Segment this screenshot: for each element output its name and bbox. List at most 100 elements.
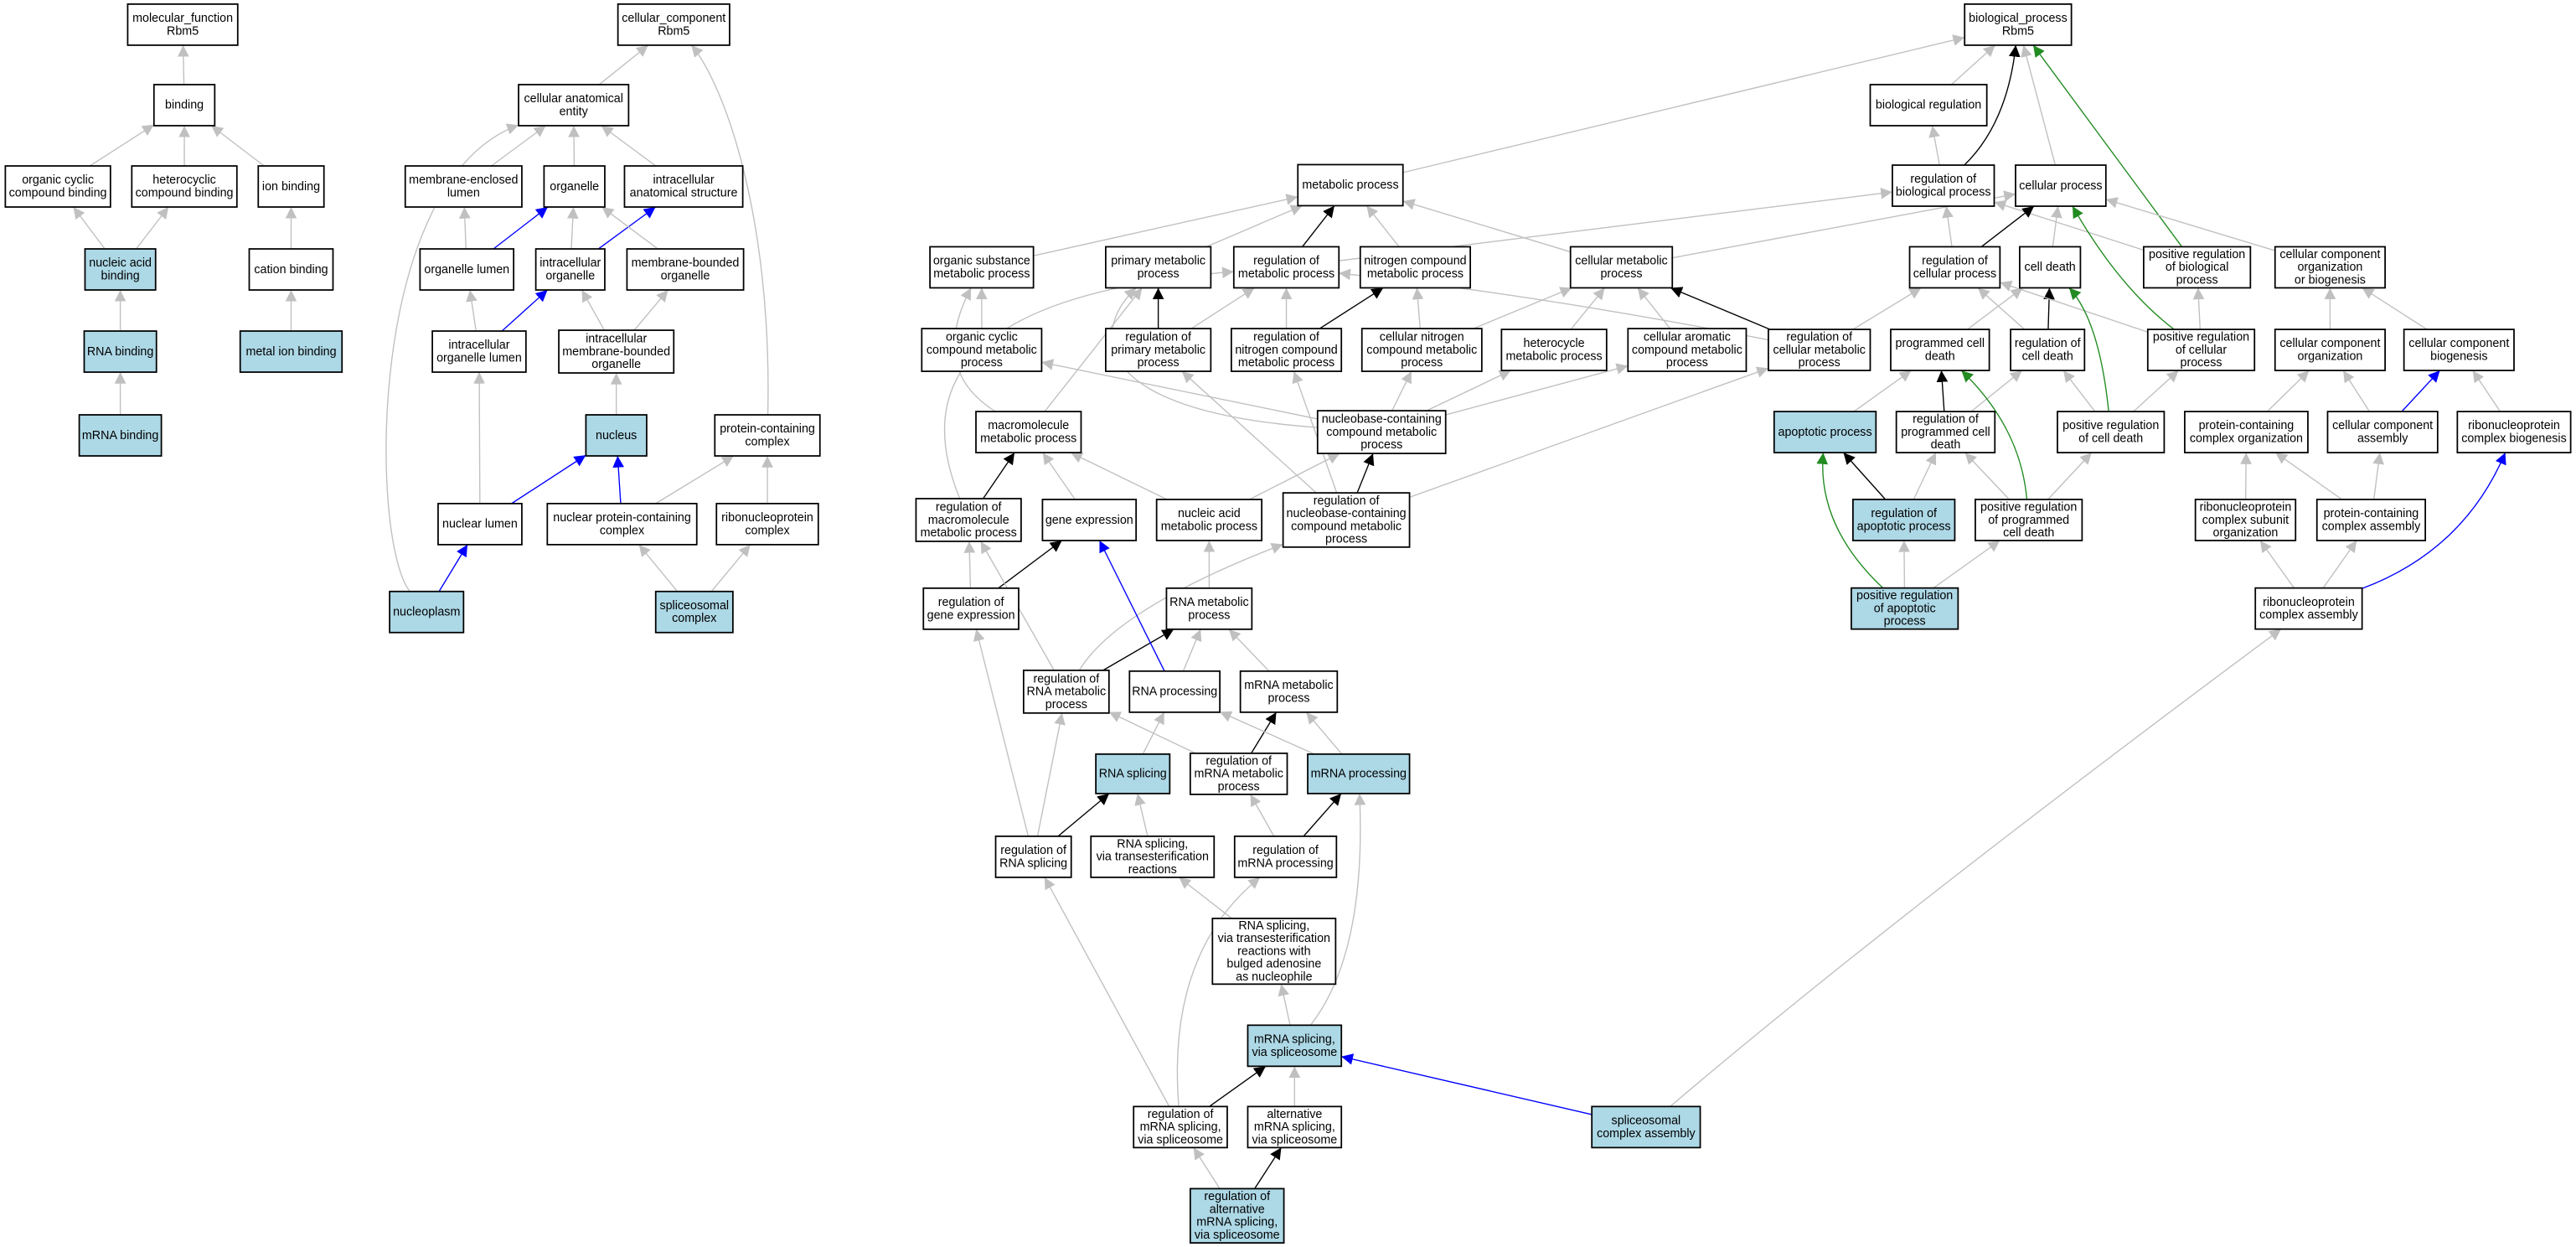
go-term-node-binding[interactable]: binding — [152, 84, 216, 127]
edge-ncmp-to-mp — [1365, 205, 1400, 247]
node-box — [921, 328, 1043, 372]
go-term-node-mss[interactable]: mRNA splicing,via spliceosome — [1247, 1024, 1343, 1068]
go-term-node-mp[interactable]: metabolic process — [1297, 163, 1404, 207]
go-term-node-metb[interactable]: metal ion binding — [239, 330, 343, 373]
node-label: molecular_function — [132, 12, 233, 25]
go-term-node-rnast[interactable]: RNA splicing,via transesterificationreac… — [1090, 835, 1216, 878]
go-term-node-ionb[interactable]: ion binding — [257, 165, 325, 208]
go-term-node-ap[interactable]: apoptotic process — [1773, 411, 1877, 453]
node-label: process — [961, 356, 1003, 370]
go-term-node-mrnab[interactable]: mRNA binding — [78, 414, 163, 457]
go-term-node-org[interactable]: organelle — [543, 165, 606, 208]
node-label: regulation of — [1204, 1190, 1270, 1203]
go-term-node-ge[interactable]: gene expression — [1041, 499, 1138, 541]
go-term-node-rnap[interactable]: RNA processing — [1128, 670, 1221, 713]
go-term-node-nucleus[interactable]: nucleus — [585, 414, 648, 457]
go-term-node-orgl[interactable]: organelle lumen — [419, 248, 515, 291]
go-term-node-bulged[interactable]: RNA splicing,via transesterificationreac… — [1211, 918, 1337, 986]
node-label: compound metabolic — [1632, 344, 1742, 357]
go-term-node-breg[interactable]: biological regulation — [1869, 84, 1988, 127]
go-term-node-nucleoplasm[interactable]: nucleoplasm — [389, 590, 465, 634]
go-term-node-nl[interactable]: nuclear lumen — [437, 503, 523, 546]
go-term-node-rnbcmp[interactable]: regulation ofnucleobase-containingcompou… — [1282, 492, 1411, 548]
edge-rcmp-to-rcp — [1852, 287, 1922, 330]
go-term-node-cd[interactable]: cell death — [2019, 246, 2082, 289]
go-term-node-cp[interactable]: cellular process — [2015, 164, 2107, 207]
edge-io-to-ias — [597, 206, 656, 250]
node-label: process — [1799, 356, 1840, 370]
go-term-node-catb[interactable]: cation binding — [248, 248, 334, 291]
go-term-node-rnas[interactable]: RNA splicing — [1095, 753, 1171, 794]
node-label: organelle — [545, 269, 595, 282]
node-label: cellular metabolic — [1773, 344, 1865, 357]
node-label: entity — [560, 105, 589, 118]
go-term-node-mrnap[interactable]: mRNA processing — [1307, 753, 1411, 794]
go-term-node-rnab[interactable]: RNA binding — [83, 330, 157, 373]
